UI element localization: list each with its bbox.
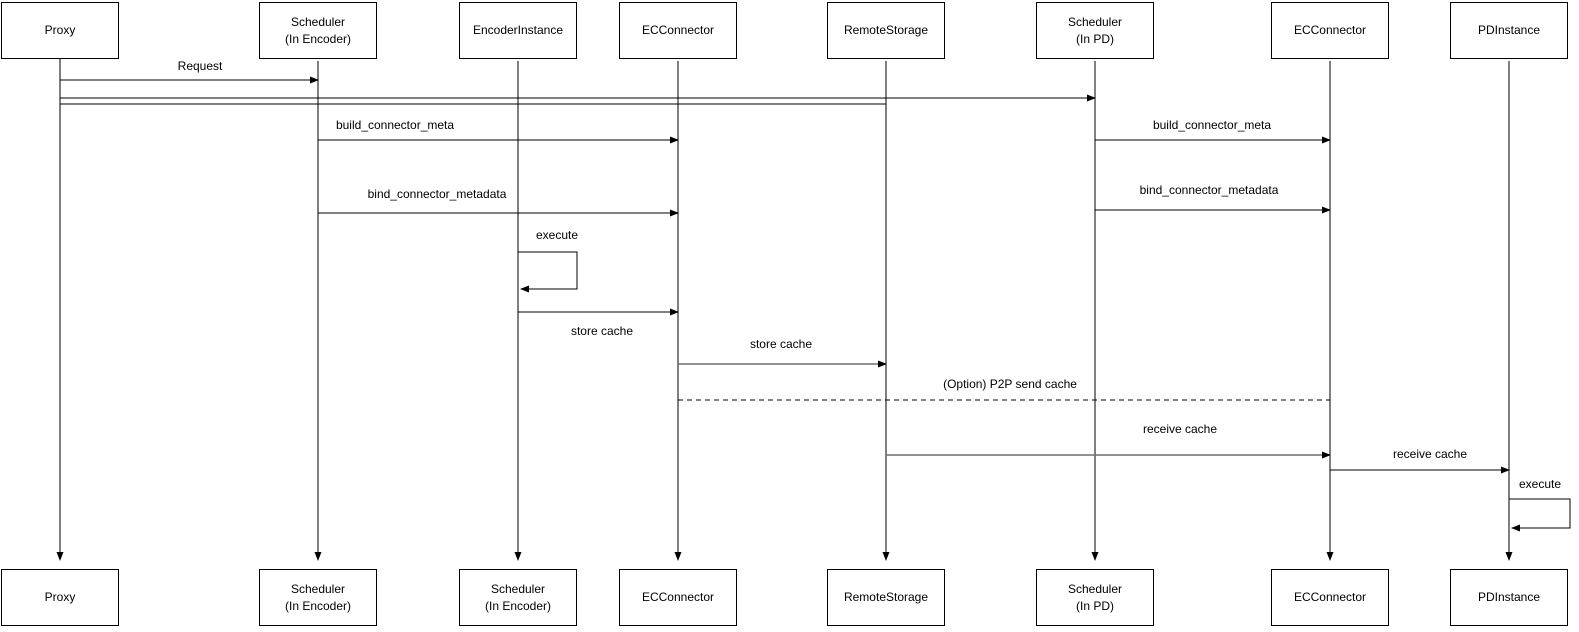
message-label-request: Request <box>177 59 223 73</box>
participant-bottom-scheduler-encoder: Scheduler (In Encoder) <box>259 569 377 626</box>
participant-top-remotestorage: RemoteStorage <box>827 2 945 59</box>
participant-label: RemoteStorage <box>843 590 929 605</box>
participant-top-proxy: Proxy <box>1 2 119 59</box>
message-label-execute-encoder: execute <box>535 228 579 242</box>
participant-bottom-proxy: Proxy <box>1 569 119 626</box>
message-execute-encoder-selfloop <box>518 251 578 293</box>
participant-top-ecconnector-pd: ECConnector <box>1271 2 1389 59</box>
participant-bottom-pdinstance: PDInstance <box>1450 569 1568 626</box>
participant-bottom-ecconnector-pd: ECConnector <box>1271 569 1389 626</box>
participant-top-pdinstance: PDInstance <box>1450 2 1568 59</box>
participant-label: EncoderInstance <box>472 23 564 38</box>
message-label-bind-connector-metadata-pd: bind_connector_metadata <box>1139 183 1279 197</box>
message-label-p2p-send-cache: (Option) P2P send cache <box>943 377 1077 391</box>
participant-bottom-scheduler-pd: Scheduler (In PD) <box>1036 569 1154 626</box>
participant-label: Scheduler (In PD) <box>1067 15 1123 46</box>
participant-label: Scheduler (In Encoder) <box>284 15 352 46</box>
participant-top-ecconnector: ECConnector <box>619 2 737 59</box>
participant-label: ECConnector <box>1293 23 1367 38</box>
message-label-receive-cache-pdinstance: receive cache <box>1392 447 1468 461</box>
participant-label: Proxy <box>44 23 76 38</box>
participant-label: Scheduler (In Encoder) <box>484 582 552 613</box>
message-label-execute-pd: execute <box>1518 477 1562 491</box>
participant-top-scheduler-pd: Scheduler (In PD) <box>1036 2 1154 59</box>
participant-bottom-remotestorage: RemoteStorage <box>827 569 945 626</box>
message-label-build-connector-meta-encoder: build_connector_meta <box>335 118 455 132</box>
participant-top-scheduler-encoder: Scheduler (In Encoder) <box>259 2 377 59</box>
participant-label: ECConnector <box>641 23 715 38</box>
participant-bottom-encoderinstance: Scheduler (In Encoder) <box>459 569 577 626</box>
message-execute-pd-selfloop <box>1509 498 1571 532</box>
participant-label: Scheduler (In PD) <box>1067 582 1123 613</box>
participant-bottom-ecconnector: ECConnector <box>619 569 737 626</box>
message-label-receive-cache-ecconnector: receive cache <box>1142 422 1218 436</box>
participant-label: PDInstance <box>1477 23 1541 38</box>
message-label-store-cache-encoderinstance: store cache <box>570 324 634 338</box>
participant-top-encoderinstance: EncoderInstance <box>459 2 577 59</box>
message-label-store-cache-remotestorage: store cache <box>749 337 813 351</box>
message-label-bind-connector-metadata-encoder: bind_connector_metadata <box>367 187 507 201</box>
participant-label: ECConnector <box>1293 590 1367 605</box>
participant-label: ECConnector <box>641 590 715 605</box>
message-label-build-connector-meta-pd: build_connector_meta <box>1152 118 1272 132</box>
participant-label: PDInstance <box>1477 590 1541 605</box>
participant-label: Scheduler (In Encoder) <box>284 582 352 613</box>
participant-label: Proxy <box>44 590 76 605</box>
participant-label: RemoteStorage <box>843 23 929 38</box>
